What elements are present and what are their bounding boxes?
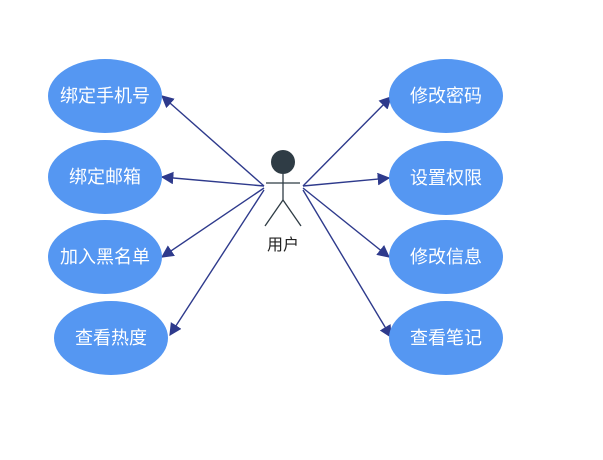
actor-right-leg — [282, 199, 302, 227]
use-case-bind-phone[interactable]: 绑定手机号 — [48, 59, 162, 133]
use-case-set-permissions[interactable]: 设置权限 — [389, 141, 503, 215]
use-case-ellipse — [389, 220, 503, 294]
association-line — [302, 172, 391, 187]
use-case-label: 查看笔记 — [410, 328, 482, 349]
use-case-label: 加入黑名单 — [60, 247, 150, 268]
use-case-label: 设置权限 — [410, 168, 482, 189]
use-case-ellipse — [389, 301, 503, 375]
associations — [160, 95, 392, 339]
use-case-bind-email[interactable]: 绑定邮箱 — [48, 140, 162, 214]
actor-head — [271, 150, 295, 174]
use-case-change-password[interactable]: 修改密码 — [389, 59, 503, 133]
use-case-edit-info[interactable]: 修改信息 — [389, 220, 503, 294]
use-case-ellipse — [389, 59, 503, 133]
association-line — [161, 95, 265, 187]
use-case-label: 修改信息 — [410, 247, 482, 268]
association-line — [302, 189, 392, 339]
association-line — [302, 187, 390, 258]
use-case-ellipse — [389, 141, 503, 215]
actor-user[interactable]: 用户 — [264, 150, 302, 254]
use-case-view-popularity[interactable]: 查看热度 — [54, 301, 168, 375]
use-case-label: 查看热度 — [75, 328, 147, 349]
use-case-ellipse — [48, 59, 162, 133]
use-case-ellipse — [54, 301, 168, 375]
association-line — [160, 171, 265, 187]
association-line — [160, 187, 265, 258]
actor-left-leg — [264, 199, 284, 227]
use-case-ellipse — [48, 220, 162, 294]
use-case-label: 绑定手机号 — [60, 86, 150, 107]
association-line — [302, 96, 392, 187]
use-case-ellipse — [48, 140, 162, 214]
use-case-view-notes[interactable]: 查看笔记 — [389, 301, 503, 375]
association-line — [169, 189, 265, 337]
actor-label: 用户 — [267, 235, 299, 254]
use-case-label: 绑定邮箱 — [69, 167, 141, 188]
use-case-label: 修改密码 — [410, 86, 482, 107]
use-case-add-blacklist[interactable]: 加入黑名单 — [48, 220, 162, 294]
